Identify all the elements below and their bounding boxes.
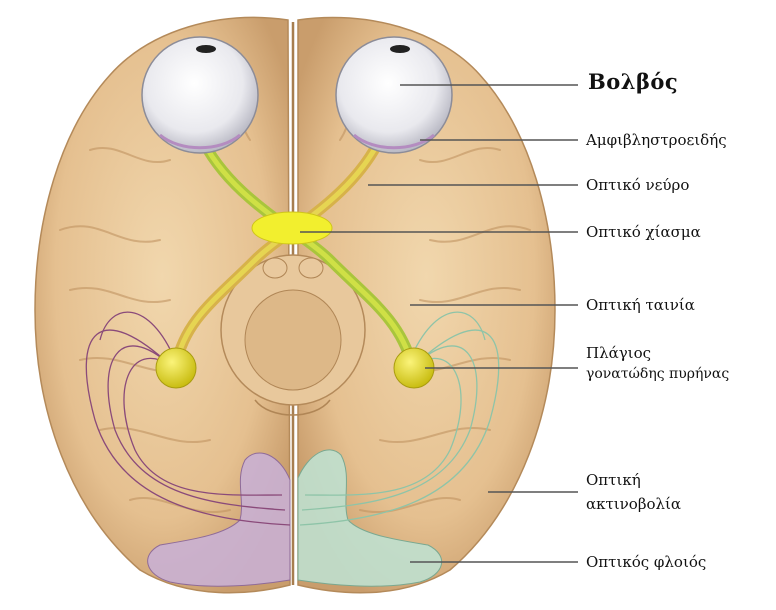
label-visual-cortex: Οπτικός φλοιός: [586, 552, 706, 572]
label-eyeball: Βολβός: [588, 72, 678, 92]
label-optic-nerve: Οπτικό νεύρο: [586, 175, 689, 195]
label-lgn-line1: Πλάγιος: [586, 343, 651, 363]
label-optic-tract: Οπτική ταινία: [586, 295, 695, 315]
right-eyeball: [336, 37, 452, 153]
label-optic-chiasm: Οπτικό χίασμα: [586, 222, 701, 242]
label-radiation-line1: Οπτική: [586, 470, 641, 490]
label-lgn-line2: γονατώδης πυρήνας: [586, 364, 729, 384]
left-eyeball: [142, 37, 258, 153]
label-retina: Αμφιβληστροειδής: [586, 130, 727, 150]
optic-chiasm: [252, 212, 332, 244]
left-lateral-geniculate-nucleus: [156, 348, 196, 388]
label-radiation-line2: ακτινοβολία: [586, 494, 681, 514]
